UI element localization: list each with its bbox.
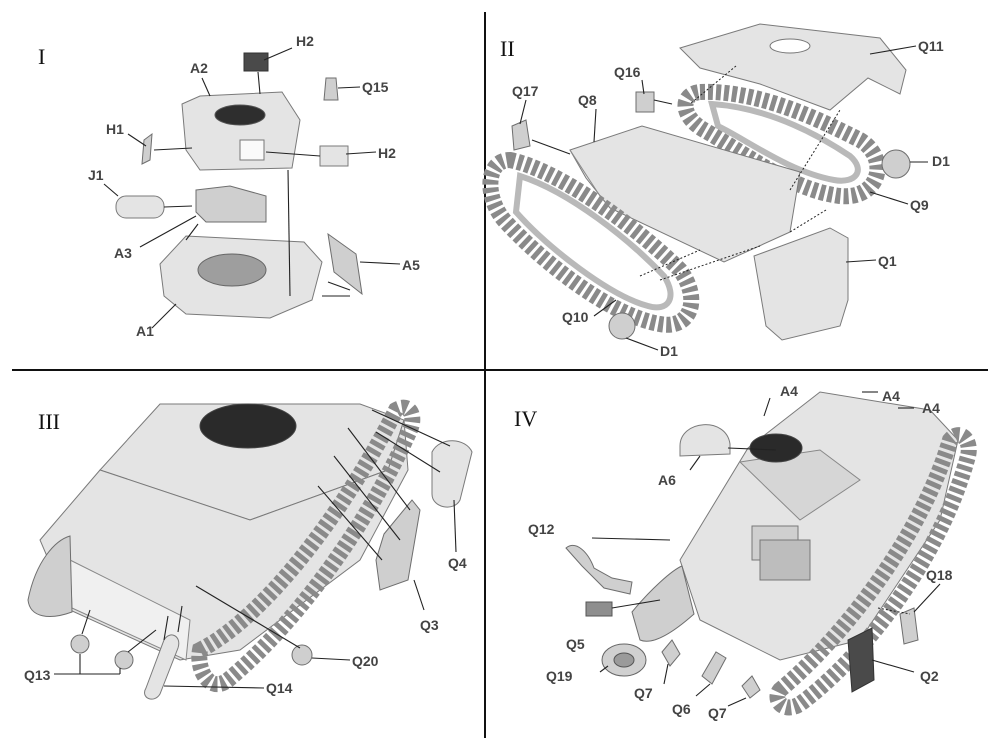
part-q11-deck: [679, 23, 907, 111]
label-a1: A1: [136, 323, 154, 339]
label-q2: Q2: [920, 668, 939, 684]
panel-1-numeral: I: [38, 44, 46, 69]
right-track: [191, 399, 421, 693]
label-a3: A3: [114, 245, 132, 261]
part-h1: [141, 132, 153, 165]
label-q7-right: Q7: [708, 705, 727, 721]
label-h1: H1: [106, 121, 124, 137]
label-q18: Q18: [926, 567, 953, 583]
label-j1: J1: [88, 167, 104, 183]
panel-2-numeral: II: [500, 36, 515, 61]
turret-hatch-opening: [214, 104, 266, 126]
part-q16: [635, 91, 655, 113]
panel-2-drawing: [482, 23, 928, 351]
label-q12: Q12: [528, 521, 555, 537]
part-q6: [701, 651, 727, 685]
label-q6: Q6: [672, 701, 691, 717]
part-q1: [753, 227, 849, 341]
part-q3: [375, 499, 421, 591]
part-d1-sprocket-lower: [608, 312, 636, 340]
part-q18: [899, 607, 919, 645]
label-q20: Q20: [352, 653, 379, 669]
part-d1-sprocket: [881, 149, 911, 179]
label-h2-top: H2: [296, 33, 314, 49]
label-a5: A5: [402, 257, 420, 273]
label-a4-mid: A4: [882, 388, 900, 404]
label-q3: Q3: [420, 617, 439, 633]
part-q20: [291, 644, 313, 666]
part-a5: [327, 232, 363, 296]
turret-opening: [199, 403, 297, 449]
part-a3-mantlet: [195, 185, 267, 223]
label-q4: Q4: [448, 555, 467, 571]
part-q2: [847, 627, 875, 693]
part-q8-hull: [569, 125, 801, 263]
part-q5: [585, 601, 613, 617]
label-q10: Q10: [562, 309, 589, 325]
label-q9: Q9: [910, 197, 929, 213]
part-q14: [144, 634, 180, 700]
label-q16: Q16: [614, 64, 641, 80]
panel-3-drawing: [27, 399, 473, 700]
label-q13: Q13: [24, 667, 51, 683]
panel-4-numeral: IV: [514, 406, 538, 431]
horizontal-divider: [12, 369, 988, 371]
label-a4-right: A4: [922, 400, 940, 416]
part-h2-hatch: [243, 52, 269, 72]
part-q10-track: [482, 151, 700, 333]
label-a4-left: A4: [780, 383, 798, 399]
part-q7-a: [661, 639, 681, 667]
label-q14: Q14: [266, 680, 293, 696]
label-a2: A2: [190, 60, 208, 76]
panel-1-drawing: [103, 47, 401, 329]
part-q9-track: [677, 83, 886, 205]
label-q11: Q11: [918, 38, 944, 54]
panel-3-numeral: III: [38, 409, 60, 434]
engine-grille-right: [759, 539, 811, 581]
label-q17: Q17: [512, 83, 539, 99]
part-q13-hook-b: [114, 650, 134, 670]
part-a6-dome: [679, 424, 731, 457]
part-h2-side: [319, 145, 349, 167]
panel-4-drawing: [565, 391, 977, 716]
left-track-iv: [631, 565, 695, 642]
part-q4: [431, 440, 473, 508]
label-d1-top: D1: [932, 153, 950, 169]
label-h2-side: H2: [378, 145, 396, 161]
part-a2-turret: [181, 91, 301, 171]
label-a6: A6: [658, 472, 676, 488]
vertical-divider: [484, 12, 486, 738]
label-d1-bottom: D1: [660, 343, 678, 359]
label-q15: Q15: [362, 79, 389, 95]
part-q13-hook-a: [70, 634, 90, 654]
part-q17: [511, 119, 531, 151]
tank-body: [679, 391, 959, 661]
label-q19: Q19: [546, 668, 573, 684]
part-q15: [323, 77, 339, 101]
part-j1-gun: [115, 195, 165, 219]
label-q7-left: Q7: [634, 685, 653, 701]
label-q8: Q8: [578, 92, 597, 108]
label-q5: Q5: [566, 636, 585, 652]
part-q12-exhaust: [565, 545, 633, 595]
label-q1: Q1: [878, 253, 897, 269]
left-track: [27, 535, 73, 617]
part-q7-b: [741, 675, 761, 699]
